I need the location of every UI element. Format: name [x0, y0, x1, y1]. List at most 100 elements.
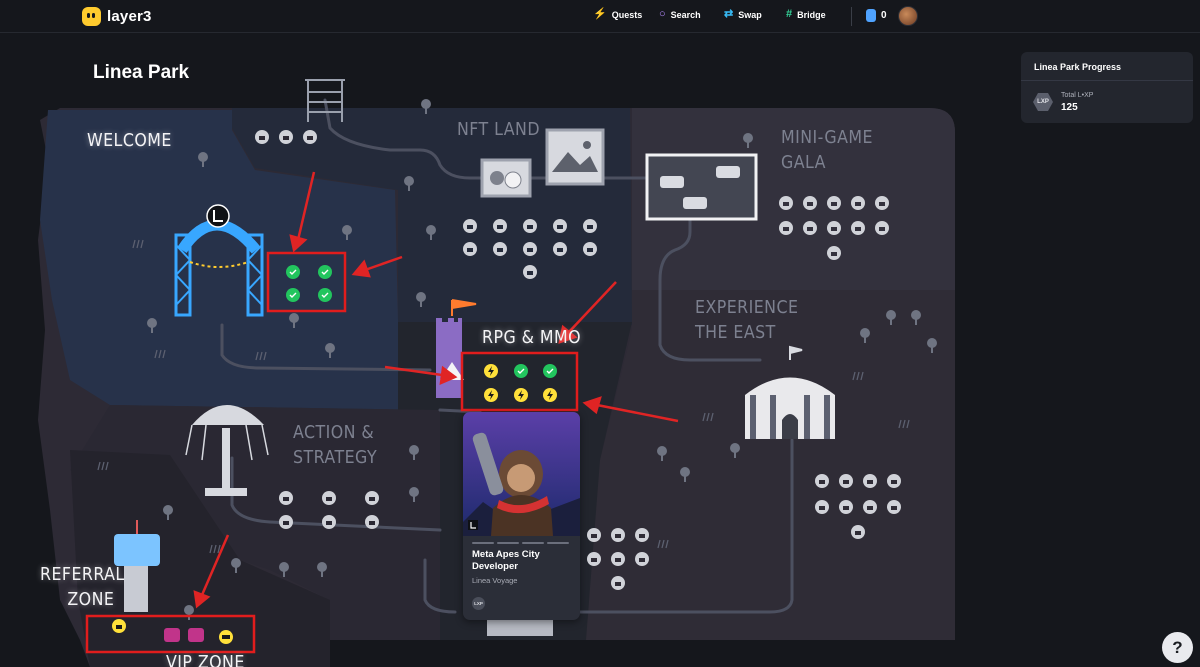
- bolt-icon: ⚡: [593, 8, 607, 20]
- lock-icon: [279, 130, 293, 144]
- top-navigation-bar: layer3 ⚡ Quests ○ Search ⇄ Swap # Bridge…: [0, 0, 1200, 33]
- lock-icon: [887, 474, 901, 488]
- rpg-highlight-box: [460, 351, 579, 412]
- progress-label: Total L•XP: [1061, 92, 1094, 99]
- lock-icon: [583, 219, 597, 233]
- lock-icon: [827, 221, 841, 235]
- nft-frame-icon: [480, 158, 532, 198]
- ticket-quest-icon: [219, 630, 233, 644]
- progress-panel: Linea Park Progress LXP Total L•XP 125: [1021, 52, 1193, 123]
- vip-highlight-box: [85, 614, 256, 654]
- nav-bridge-label: Bridge: [797, 9, 826, 20]
- experience-area: [586, 290, 955, 640]
- tree-icon: [421, 99, 431, 114]
- arrow-icon: [384, 365, 458, 386]
- lock-icon: [553, 242, 567, 256]
- welcome-highlight-box: [266, 251, 347, 313]
- nav-search-label: Search: [670, 9, 701, 20]
- page-title: Linea Park: [93, 62, 190, 83]
- check-icon: [514, 364, 528, 378]
- nav-swap[interactable]: ⇄ Swap: [724, 9, 762, 20]
- quest-card-progress-segments: [472, 542, 569, 544]
- lock-icon: [839, 474, 853, 488]
- nft-painting-icon: [545, 128, 605, 186]
- check-icon: [318, 265, 332, 279]
- quest-card-image: [463, 412, 580, 536]
- nav-divider: [851, 7, 852, 26]
- zone-label-rpg: RPG & MMO: [482, 327, 582, 348]
- nav-quests[interactable]: ⚡ Quests: [593, 9, 642, 20]
- quest-card[interactable]: Meta Apes City Developer Linea Voyage LX…: [463, 412, 580, 620]
- lock-icon: [815, 500, 829, 514]
- brand-logo[interactable]: layer3: [82, 7, 152, 26]
- arrow-icon: [582, 396, 679, 423]
- circus-tent-icon: [745, 345, 835, 439]
- welcome-completed-quests: [286, 265, 332, 302]
- help-button[interactable]: ?: [1162, 632, 1193, 663]
- tree-icon: [317, 562, 327, 577]
- quest-card-title: Meta Apes City Developer: [472, 549, 540, 572]
- tree-icon: [289, 313, 299, 328]
- lock-icon: [803, 196, 817, 210]
- tree-icon: [342, 225, 352, 240]
- gem-icon[interactable]: [866, 9, 876, 22]
- lock-icon: [827, 196, 841, 210]
- user-avatar[interactable]: [898, 6, 918, 26]
- lock-icon: [553, 219, 567, 233]
- progress-divider: [1021, 80, 1193, 81]
- bridge-icon: #: [786, 8, 793, 20]
- lock-icon: [303, 130, 317, 144]
- zone-label-action: ACTION & STRATEGY: [293, 422, 378, 468]
- tree-icon: [409, 487, 419, 502]
- lock-icon: [365, 515, 379, 529]
- rpg-quests: [484, 364, 557, 402]
- lock-icon: [611, 576, 625, 590]
- tree-icon: [163, 505, 173, 520]
- lock-icon: [887, 500, 901, 514]
- nav-quests-label: Quests: [611, 9, 643, 20]
- lock-icon: [279, 515, 293, 529]
- bolt-quest-icon: [543, 388, 557, 402]
- tree-icon: [911, 310, 921, 325]
- arrow-icon: [558, 281, 617, 344]
- lock-icon: [851, 525, 865, 539]
- tree-icon: [231, 558, 241, 573]
- lxp-badge-icon: LXP: [1033, 93, 1053, 111]
- tree-icon: [147, 318, 157, 333]
- check-icon: [286, 265, 300, 279]
- zone-label-mini-game: MINI-GAME GALA: [781, 127, 873, 173]
- nav-search[interactable]: ○ Search: [659, 9, 701, 20]
- nav-bridge[interactable]: # Bridge: [786, 9, 826, 20]
- gem-count: 0: [881, 10, 887, 21]
- zone-label-nft-land: NFT LAND: [457, 119, 540, 140]
- castle-icon: [436, 299, 477, 398]
- welcome-zone-area: [40, 110, 440, 410]
- lock-icon: [827, 246, 841, 260]
- swing-ride-icon: [185, 405, 269, 496]
- lock-icon: [365, 491, 379, 505]
- tree-icon: [409, 445, 419, 460]
- lock-icon: [463, 219, 477, 233]
- zone-label-vip: VIP ZONE: [166, 652, 245, 667]
- lock-icon: [851, 221, 865, 235]
- tree-icon: [198, 152, 208, 167]
- tree-icon: [404, 176, 414, 191]
- zone-label-referral: REFERRAL ZONE: [40, 564, 125, 610]
- lock-icon: [523, 242, 537, 256]
- lock-icon: [611, 552, 625, 566]
- tree-icons: [147, 99, 937, 620]
- check-icon: [286, 288, 300, 302]
- lock-icon: [611, 528, 625, 542]
- grass-tufts: [97, 191, 910, 554]
- arrow-icon: [351, 255, 403, 278]
- highlight-boxes: [85, 251, 579, 654]
- lock-icon: [839, 500, 853, 514]
- tree-icon: [680, 467, 690, 482]
- tree-icon: [860, 328, 870, 343]
- park-map: [38, 79, 955, 667]
- lock-icon: [322, 491, 336, 505]
- lock-icon: [779, 196, 793, 210]
- control-tower-icon: [114, 520, 160, 612]
- lock-icon: [279, 491, 293, 505]
- lock-icon: [635, 528, 649, 542]
